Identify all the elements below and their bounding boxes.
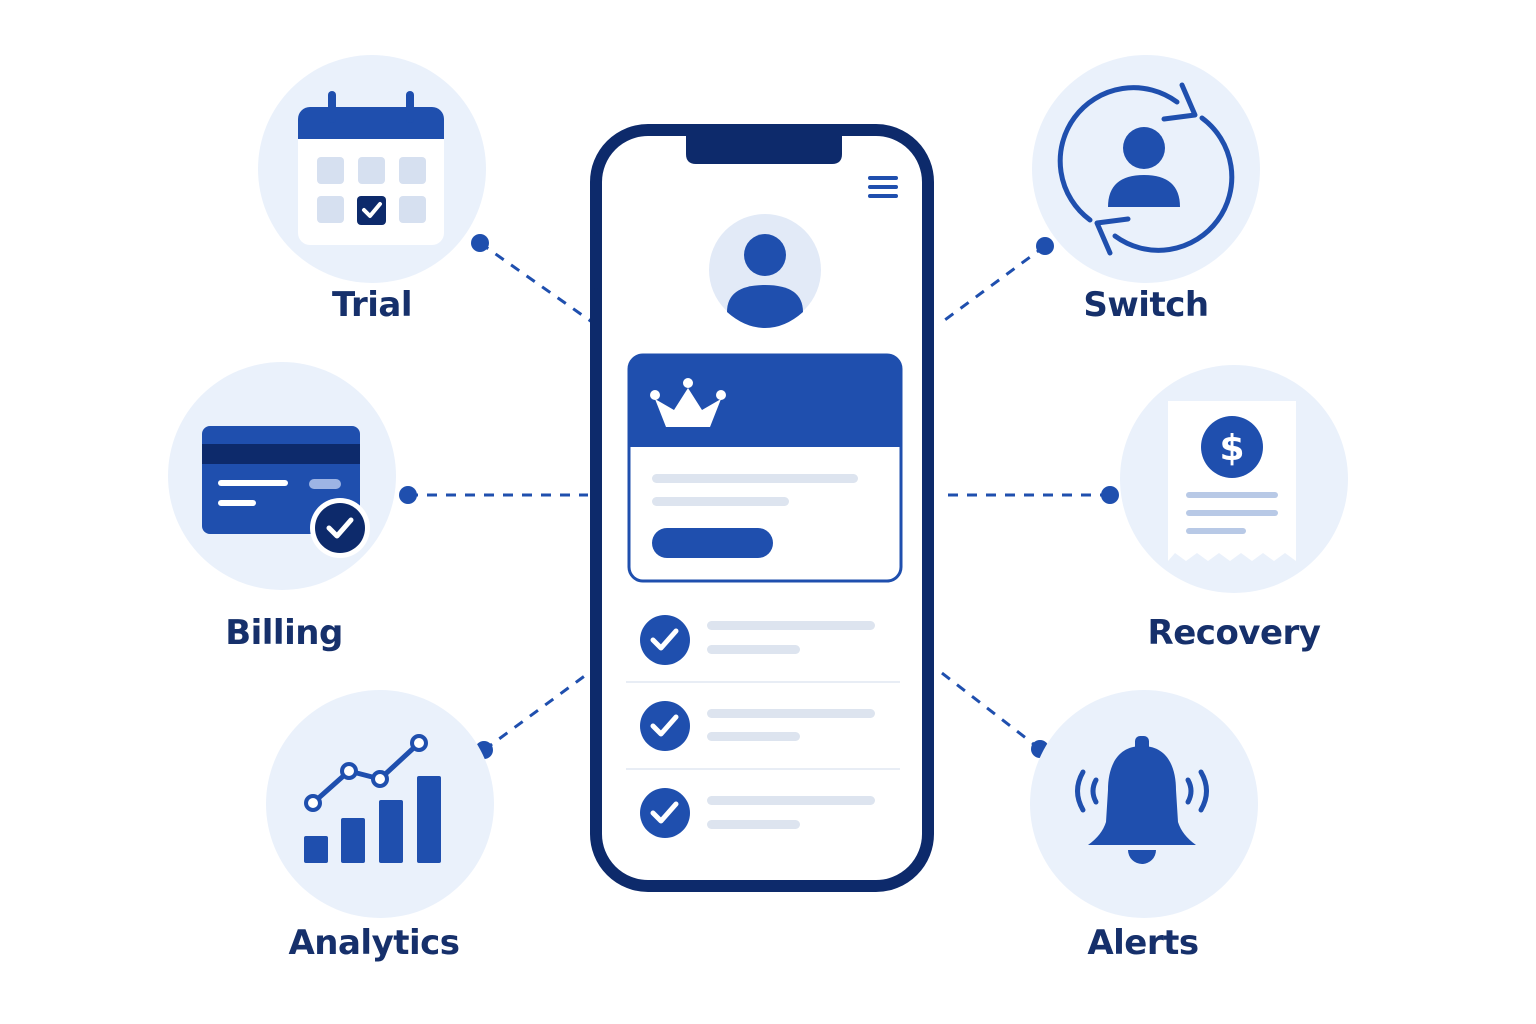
trial-label: Trial — [332, 285, 412, 325]
billing-bubble — [168, 362, 396, 590]
connector-trial — [479, 241, 593, 324]
connector-analytics — [483, 670, 591, 752]
checklist-row — [640, 615, 875, 665]
plan-card[interactable] — [627, 353, 903, 583]
connector-switch — [937, 244, 1046, 327]
alerts-label: Alerts — [1087, 923, 1199, 963]
phone-mockup — [590, 124, 934, 892]
switch-label: Switch — [1083, 285, 1209, 325]
billing-label: Billing — [225, 613, 343, 653]
checklist-row — [640, 788, 875, 838]
user-avatar-icon[interactable] — [709, 214, 821, 328]
alerts-bubble — [1030, 690, 1258, 918]
plan-card-button[interactable] — [652, 528, 773, 558]
bar-chart-trend-icon — [304, 734, 441, 863]
bell-ringing-icon — [1075, 736, 1209, 864]
receipt-dollar-icon: $ — [1168, 401, 1296, 561]
analytics-bubble — [266, 690, 494, 918]
user-switch-icon — [1057, 82, 1235, 256]
connector-alerts — [937, 668, 1041, 751]
recovery-bubble: $ — [1120, 365, 1348, 593]
phone-notch — [686, 136, 842, 164]
connector-dot-recovery — [1101, 486, 1119, 504]
switch-bubble — [1032, 55, 1260, 283]
trial-bubble — [258, 55, 486, 283]
checklist-row — [640, 701, 875, 751]
analytics-label: Analytics — [288, 923, 460, 963]
connector-dot-switch — [1036, 237, 1054, 255]
recovery-label: Recovery — [1147, 613, 1321, 653]
plan-card-line — [652, 497, 789, 506]
calendar-check-icon — [298, 91, 444, 245]
crown-icon — [650, 378, 726, 427]
plan-card-header — [629, 355, 901, 447]
svg-text:$: $ — [1219, 428, 1244, 469]
connector-dot-billing — [399, 486, 417, 504]
credit-card-check-icon — [202, 426, 370, 558]
hamburger-menu-icon[interactable] — [868, 176, 898, 198]
connector-dot-trial — [471, 234, 489, 252]
plan-card-line — [652, 474, 858, 483]
